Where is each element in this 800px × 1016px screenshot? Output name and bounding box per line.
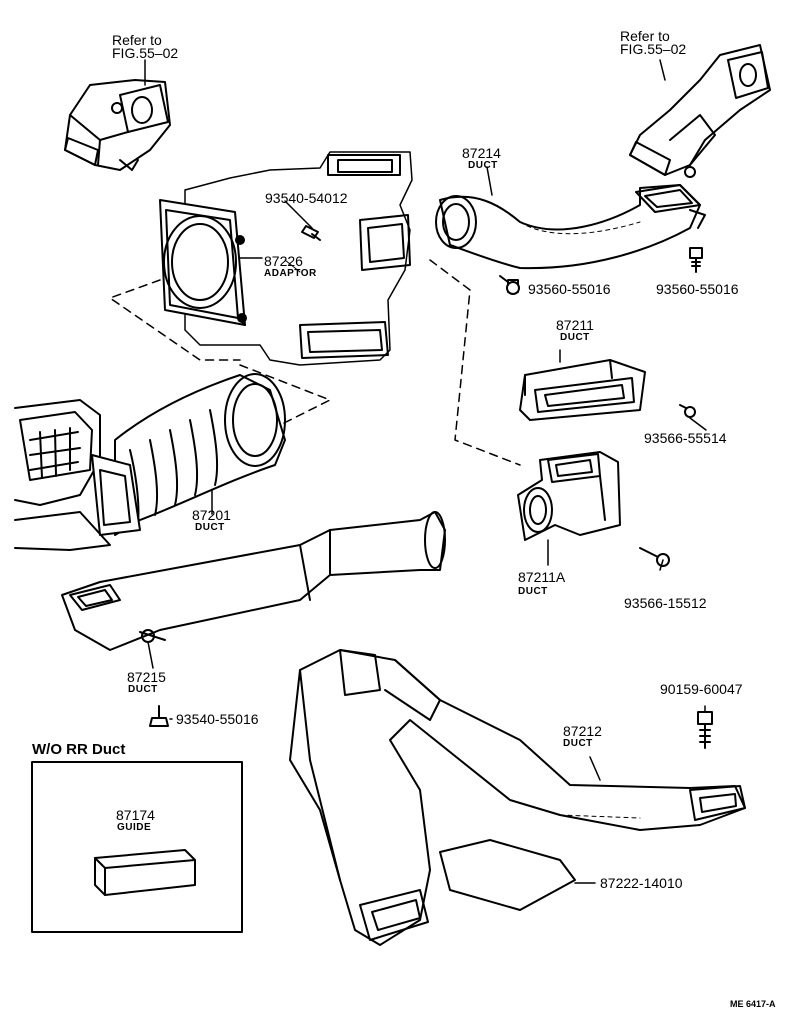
adaptor-87226	[159, 199, 247, 326]
screw-93560-55016-b	[689, 247, 703, 273]
fastener-90159-60047-label: 90159-60047	[660, 681, 743, 697]
part-number-87174: 87174	[116, 807, 155, 823]
duct-87211a	[517, 451, 621, 541]
part-name-87214: DUCT	[468, 160, 498, 171]
screw-93540-55016	[149, 705, 169, 727]
part-name-87212: DUCT	[563, 738, 593, 749]
bolt-90159-60047	[697, 711, 713, 749]
diagram-code: ME 6417-A	[730, 999, 776, 1009]
duct-87214	[435, 184, 706, 270]
refer-to-text: Refer to	[112, 32, 162, 48]
fastener-93566-15512-label: 93566-15512	[624, 595, 707, 611]
duct-87212	[289, 649, 746, 946]
part-number-87214: 87214	[462, 145, 501, 161]
inset-title: W/O RR Duct	[32, 741, 126, 758]
refer-to-note-right: Refer to FIG.55–02	[620, 28, 687, 57]
part-name-87211a: DUCT	[518, 586, 548, 597]
part-number-87211: 87211	[556, 317, 594, 333]
part-number-87211a: 87211A	[518, 569, 566, 585]
fastener-93560-55016-label-b: 93560-55016	[656, 281, 739, 297]
screw-93566-55514	[679, 404, 696, 418]
screw-93566-15512	[639, 547, 670, 567]
screw-93560-55016-a	[499, 275, 520, 295]
inset-box	[31, 761, 243, 933]
refer-to-note-left: Refer to FIG.55–02	[112, 32, 179, 61]
pad-87222-14010	[439, 839, 576, 911]
fig-ref-text: FIG.55–02	[112, 45, 179, 61]
refer-to-text: Refer to	[620, 28, 670, 44]
duct-87201	[91, 373, 286, 536]
part-number-87201: 87201	[192, 507, 231, 523]
part-number-87212: 87212	[563, 723, 602, 739]
fig-ref-text: FIG.55–02	[620, 41, 687, 57]
fastener-93560-55016-label-a: 93560-55016	[528, 281, 611, 297]
part-number-87222-14010: 87222-14010	[600, 875, 683, 891]
dashboard-fragment	[14, 399, 111, 551]
part-name-87215: DUCT	[128, 684, 158, 695]
fastener-93566-55514-label: 93566-55514	[644, 430, 727, 446]
screw-93540-54012	[301, 225, 321, 241]
ref-duct-right	[629, 44, 771, 178]
part-name-87211: DUCT	[560, 332, 590, 343]
guide-87174	[94, 849, 196, 896]
part-name-87226: ADAPTOR	[264, 268, 317, 279]
leader-lines	[144, 59, 707, 884]
part-number-87226: 87226	[264, 253, 303, 269]
duct-87215	[61, 511, 446, 651]
fastener-93540-55016-label: 93540-55016	[176, 711, 259, 727]
part-number-87215: 87215	[127, 669, 166, 685]
part-name-87201: DUCT	[195, 522, 225, 533]
part-name-87174: GUIDE	[117, 822, 152, 833]
ref-duct-left	[64, 79, 171, 171]
fastener-93540-54012-label: 93540-54012	[265, 190, 348, 206]
duct-87211	[519, 359, 646, 421]
dashed-guide-lines	[109, 259, 521, 466]
